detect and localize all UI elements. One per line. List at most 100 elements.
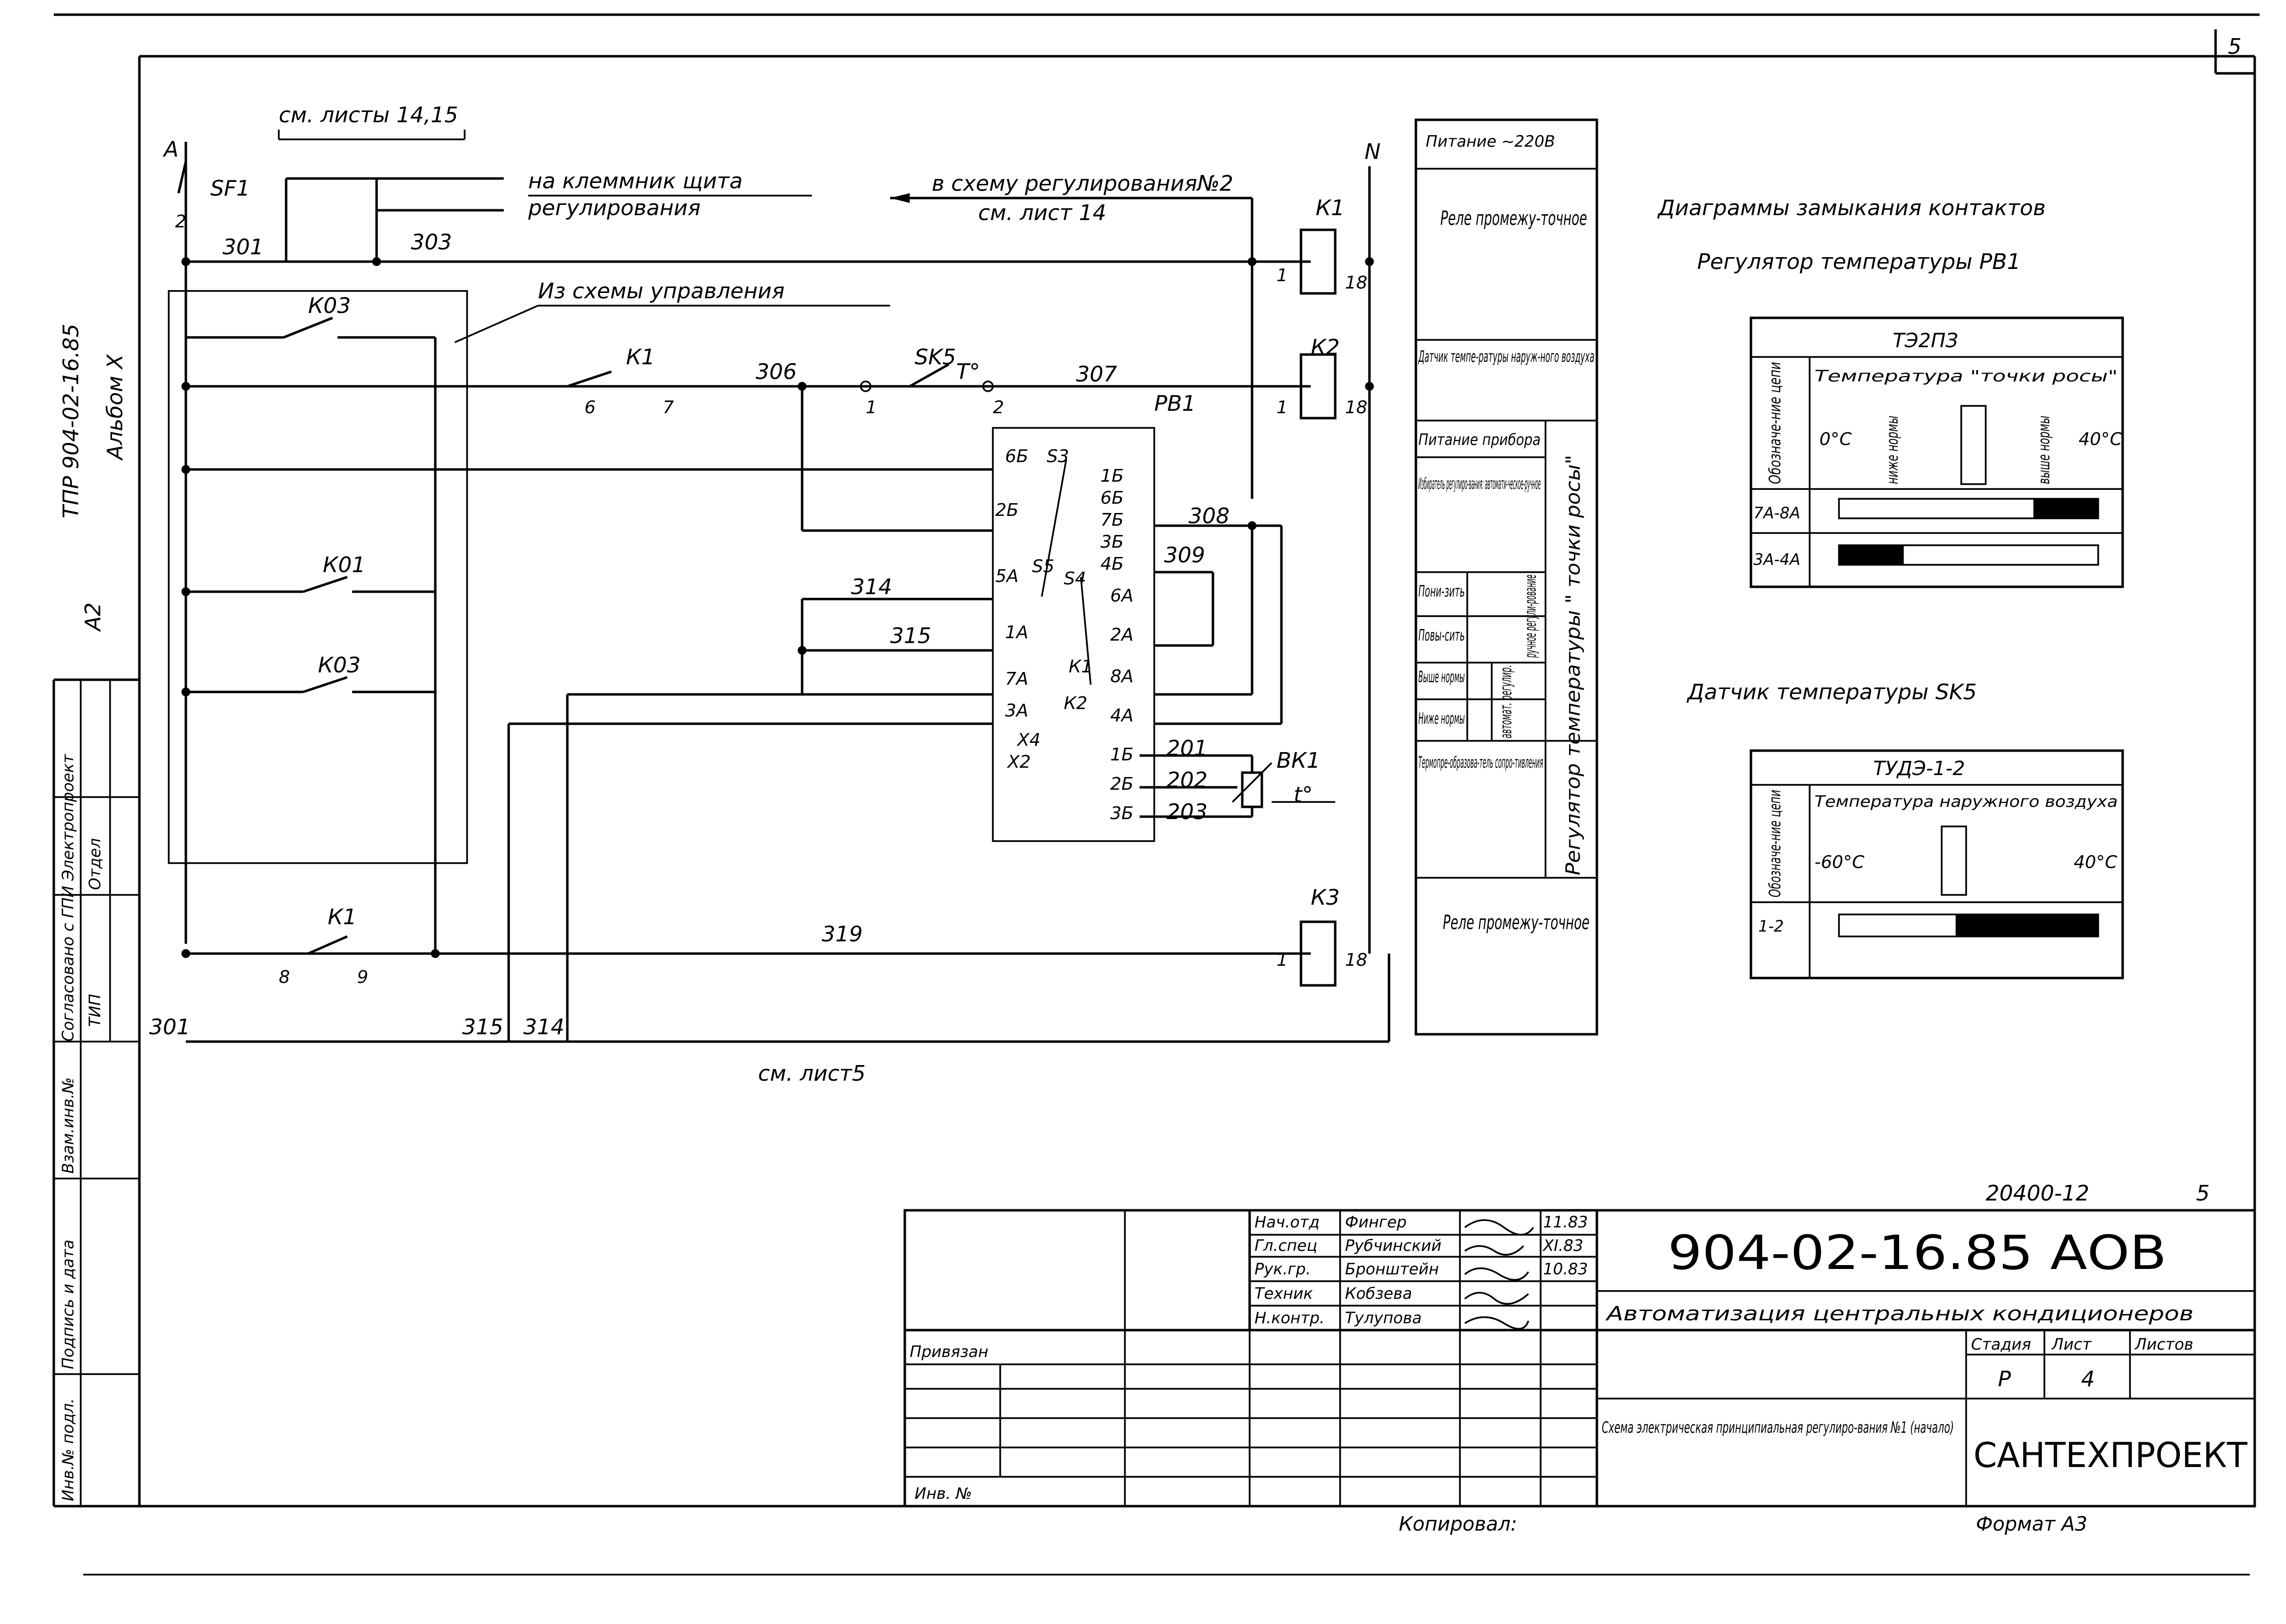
k2-coil-label: К2 [1311,335,1340,360]
legend-auto-reg: автомат. регулир. [1497,665,1515,738]
sheet-value: 4 [2081,1367,2095,1392]
sk5-pin-1: 1 [866,398,877,418]
staff-name: Кобзева [1345,1284,1412,1303]
k1-bottom-label: К1 [328,905,357,930]
bk1-resistor [1241,771,1263,808]
pb1-left-pins: 6Б 2Б 5А 1А 7А 3А [995,446,1029,721]
wire-307: 307 [1076,362,1117,387]
wire-309: 309 [1164,543,1205,568]
breaker-pin: 2 [175,212,186,232]
regulator-title: Регулятор температуры РВ1 [1697,249,2020,274]
stage-header: Стадия [1971,1335,2031,1354]
wire-315-bottom: 315 [462,1015,503,1040]
table1-below: ниже нормы [1883,416,1902,484]
see-sheet-14: см. лист 14 [978,200,1106,225]
wire-314-bottom: 314 [523,1015,564,1040]
pin-r-4: 3Б [1100,532,1124,552]
k1-pin-18: 18 [1345,273,1367,293]
table2-circuit-col: Обозначе-ние цепи [1766,790,1784,897]
neutral-label: N [1365,139,1381,164]
pb1-label: РВ1 [1154,391,1196,416]
legend-power: Питание ~220В [1426,132,1555,151]
pb1-block-dashed [992,427,1155,842]
table1-marker [1960,405,1987,485]
drawing-title: Схема электрическая принципиальная регул… [1602,1418,1954,1437]
pin-r-1: 1Б [1100,466,1124,486]
legend-below: Ниже нормы [1418,709,1465,728]
table1-header: Температура "точки росы" [1815,367,2118,385]
staff-role: Н.контр. [1255,1309,1324,1327]
sk5-terminal-1 [860,380,872,392]
doc-code-vertical: ТПР 904-02-16.85 [59,324,84,518]
table2-header: Температура наружного воздуха [1815,792,2118,811]
pin-8: 8 [279,967,290,987]
legend-raise: Повы-сить [1418,626,1465,645]
k3-coil-label: К3 [1311,885,1340,910]
see-sheets-label: см. листы 14,15 [279,103,458,128]
table1-scale-left: 0°С [1819,429,1852,449]
legend-lower: Пони-зить [1418,582,1465,601]
legend-sensor: Датчик темпе-ратуры наруж-ного воздуха [1418,347,1594,366]
table2-marker [1941,825,1967,896]
from-control-label: Из схемы управления [538,279,784,304]
bk1-label: ВК1 [1277,748,1320,773]
t-deg-label: t° [1294,782,1313,807]
pin-6: 6 [584,398,596,418]
wire-202: 202 [1166,768,1208,793]
wire-314: 314 [851,575,892,600]
table1-above: выше нормы [2035,416,2053,484]
table1-circuit-col: Обозначе-ние цепи [1766,362,1784,484]
control-block-dashed [168,290,468,864]
sheet-small: 5 [2196,1181,2210,1206]
pin-r-12: 3Б [1110,803,1134,823]
wire-306: 306 [756,359,797,384]
legend-selector: Избиратель регулиро-вания: автомати-ческ… [1418,474,1541,493]
wire-308: 308 [1188,504,1230,529]
s4-label: S4 [1064,569,1086,589]
x2-label: X2 [1007,752,1031,772]
main-code: 904-02-16.85 АОВ [1668,1225,2167,1280]
pin-r-5: 4Б [1100,554,1124,574]
left-margin: ТПР 904-02-16.85 Альбом X А2 Согласовано… [52,324,139,1506]
k03-top-label: К03 [308,293,351,318]
pin-l-1: 6Б [1005,446,1029,467]
staff-name: Фингер [1345,1213,1407,1231]
project-name: Автоматизация центральных кондиционеров [1605,1303,2194,1325]
legend-relay-top: Реле промежу-точное [1440,207,1587,230]
k01-label: К01 [323,553,365,578]
see-sheet-5: см. лист5 [758,1061,866,1086]
stamp-dept: Отдел [86,838,104,890]
pin-9: 9 [357,967,368,987]
k2-pin-1: 1 [1277,398,1288,418]
inv-label: Инв. № [915,1484,972,1503]
title-block: 20400-12 5 Привязан Инв. № Нач.отд Финге… [903,1181,2256,1535]
pin-r-11: 2Б [1110,774,1134,794]
sk5-label: SK5 [915,345,956,370]
sensor-title: Датчик температуры SK5 [1686,680,1977,705]
table1-scale-right: 40°С [2079,429,2123,449]
signatures [1464,1219,1534,1330]
sheets-header: Листов [2134,1335,2194,1354]
staff-date: 10.83 [1543,1260,1588,1278]
k1-coil [1300,228,1337,295]
legend-thermoconverter: Термопре-образова-тель сопро-тивления [1418,753,1543,772]
schematic: А SF1 2 301 303 см. листы 14,15 на клемм… [149,103,1390,1086]
to-scheme-label: в схему регулирования№2 [932,171,1233,196]
wire-303: 303 [411,230,452,255]
k1-contact-top: К1 [626,345,655,370]
mark-vertical: А2 [81,602,106,632]
to-terminal-1: на клеммник щита [528,169,742,194]
k2-in-label: К2 [1064,693,1087,713]
legend-column: Питание ~220В Реле промежу-точное Датчик… [1414,118,1598,1036]
pin-r-6: 6А [1110,586,1134,606]
table2-scale-right: 40°С [2074,852,2118,872]
vzam-inv: Взам.инв.№ [59,1077,77,1174]
table2-row1-circuit: 1-2 [1758,917,1784,935]
album-vertical: Альбом X [103,354,128,461]
legend-regulator: Регулятор температуры " точки росы" [1562,455,1585,875]
staff-name: Тулупова [1345,1309,1422,1327]
breaker-label: SF1 [210,176,250,201]
stamp-tip: ТИП [86,994,104,1027]
arrow-to-scheme [890,193,910,203]
